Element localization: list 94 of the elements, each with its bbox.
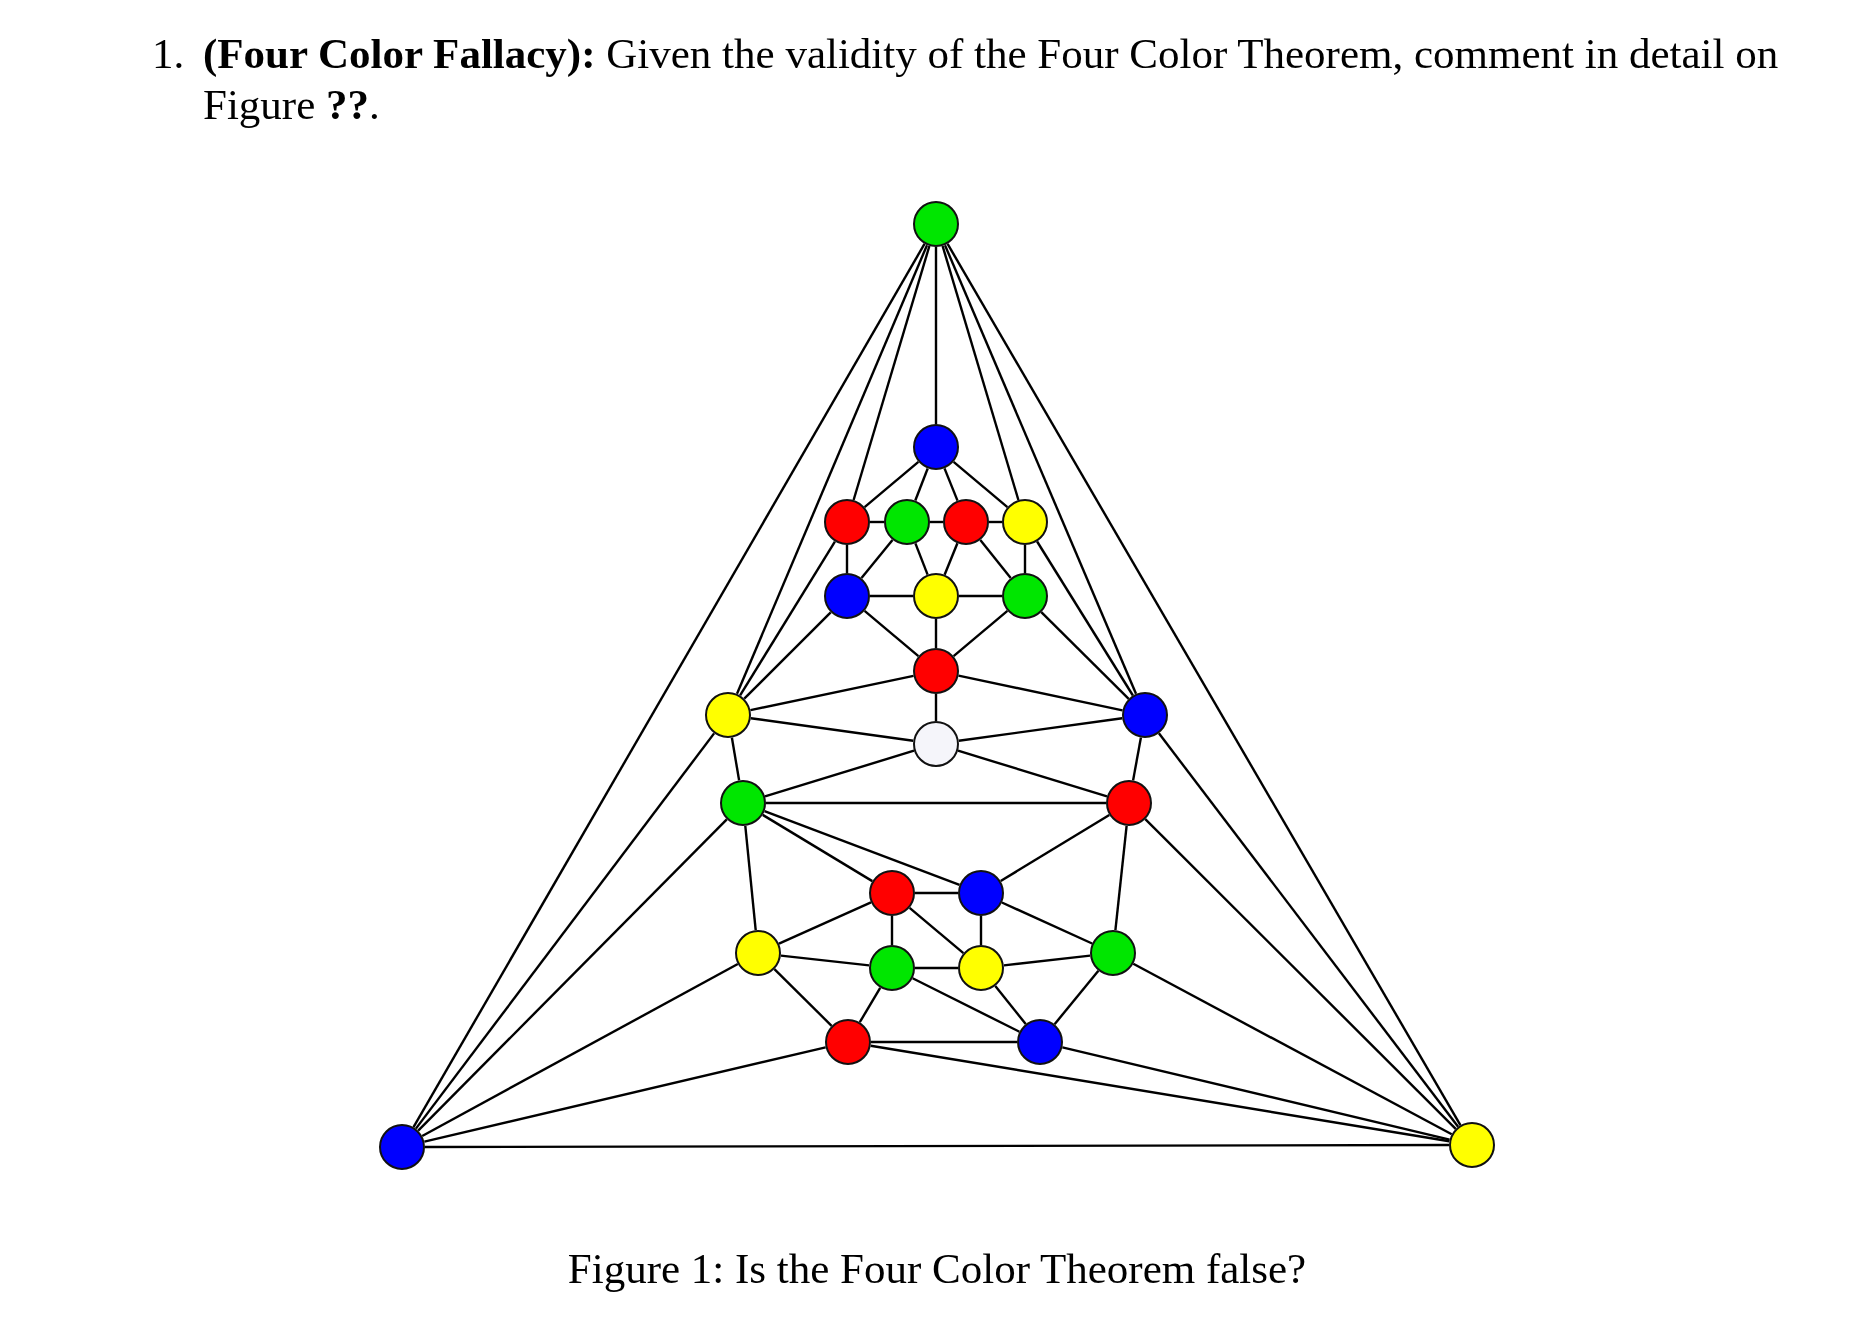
- list-number: 1.: [152, 29, 186, 79]
- graph-vertex: [1002, 573, 1048, 619]
- graph-edge: [958, 717, 1123, 742]
- graph-edge: [766, 801, 1106, 805]
- graph-vertex: [913, 573, 959, 619]
- graph-edge: [1114, 825, 1128, 931]
- graph-vertex: [869, 945, 915, 991]
- graph-edge: [414, 732, 716, 1130]
- graph-edge: [959, 594, 1002, 598]
- graph-edge: [750, 674, 914, 712]
- graph-edge: [1001, 901, 1093, 945]
- graph-vertex: [1090, 930, 1136, 976]
- graph-edge: [994, 985, 1027, 1025]
- graph-edge: [943, 542, 959, 576]
- graph-vertex: [379, 1124, 425, 1170]
- graph-edge: [773, 968, 833, 1027]
- graph-edge: [1053, 970, 1100, 1025]
- graph-edge: [764, 809, 960, 887]
- graph-vertex: [825, 1019, 871, 1065]
- graph-edge: [1003, 954, 1091, 967]
- graph-edge: [952, 460, 1009, 509]
- graph-edge: [417, 818, 728, 1132]
- graph-vertex: [884, 499, 930, 545]
- graph-edge: [735, 244, 929, 695]
- graph-vertex: [1002, 499, 1048, 545]
- graph-edge: [852, 245, 931, 501]
- graph-vertex: [958, 870, 1004, 916]
- graph-edge: [943, 467, 959, 502]
- graph-edge: [952, 609, 1009, 658]
- graph-edge: [425, 1143, 1449, 1149]
- graph-vertex: [824, 499, 870, 545]
- graph-edge: [750, 717, 914, 742]
- graph-vertex: [869, 870, 915, 916]
- graph-edge: [870, 594, 913, 598]
- graph-edge: [941, 245, 1020, 501]
- graph-vertex: [1106, 780, 1152, 826]
- graph-edge: [915, 966, 958, 970]
- figure-caption: Figure 1: Is the Four Color Theorem false?: [567, 1244, 1307, 1294]
- graph-edge: [914, 468, 929, 501]
- graph-edge: [957, 749, 1108, 798]
- graph-edge: [890, 916, 894, 945]
- question-text: (Four Color Fallacy): Given the validity of the Four Color Theorem, comment in detail on Figure ??.: [203, 29, 1780, 130]
- graph-edge: [1023, 545, 1027, 573]
- graph-edge: [863, 460, 920, 509]
- graph-edge: [764, 749, 915, 798]
- graph-vertex: [1449, 1122, 1495, 1168]
- graph-vertex: [1122, 692, 1168, 738]
- graph-edge: [908, 906, 965, 955]
- graph-edge: [743, 611, 832, 700]
- graph-edge: [412, 243, 926, 1128]
- graph-edge: [1131, 737, 1143, 781]
- graph-edge: [1000, 813, 1110, 883]
- graph-edge: [762, 813, 873, 883]
- graph-edge: [860, 539, 894, 579]
- graph-edge: [1144, 818, 1457, 1130]
- graph-vertex: [913, 721, 959, 767]
- graph-vertex: [913, 648, 959, 694]
- graph-vertex: [720, 780, 766, 826]
- graph-vertex: [735, 930, 781, 976]
- graph-edge: [1040, 611, 1130, 700]
- graph-edge: [870, 1044, 1450, 1143]
- graph-edge: [744, 825, 757, 931]
- graph-edge: [914, 542, 929, 576]
- graph-vertex: [913, 201, 959, 247]
- graph-edge: [946, 243, 1462, 1126]
- graph-edge: [739, 540, 836, 697]
- graph-edge: [934, 619, 938, 648]
- graph-edge: [1036, 540, 1134, 697]
- graph-edge: [863, 609, 920, 658]
- graph-edge: [780, 954, 870, 967]
- graph-edge: [915, 891, 958, 895]
- graph-edge: [943, 244, 1138, 695]
- graph-edge: [979, 539, 1012, 579]
- graph-edge: [934, 694, 938, 721]
- graph-vertex: [913, 424, 959, 470]
- graph-edge: [858, 987, 882, 1023]
- graph-edge: [979, 916, 983, 945]
- graph-edge: [424, 1046, 826, 1143]
- graph-vertex: [824, 573, 870, 619]
- graph-vertex: [943, 499, 989, 545]
- graph-edge: [1132, 962, 1453, 1136]
- graph-edge: [871, 1040, 1017, 1044]
- graph-vertex: [958, 945, 1004, 991]
- graph-vertex: [705, 692, 751, 738]
- graph-edge: [778, 901, 872, 945]
- graph-edge: [1157, 732, 1460, 1128]
- graph-edge: [845, 545, 849, 573]
- graph-edge: [912, 977, 1020, 1033]
- graph-edge: [1062, 1046, 1450, 1141]
- graph-edge: [958, 674, 1123, 712]
- graph-edge: [934, 247, 938, 424]
- graph-edge: [730, 737, 741, 781]
- graph-edge: [421, 962, 739, 1138]
- graph-vertex: [1017, 1019, 1063, 1065]
